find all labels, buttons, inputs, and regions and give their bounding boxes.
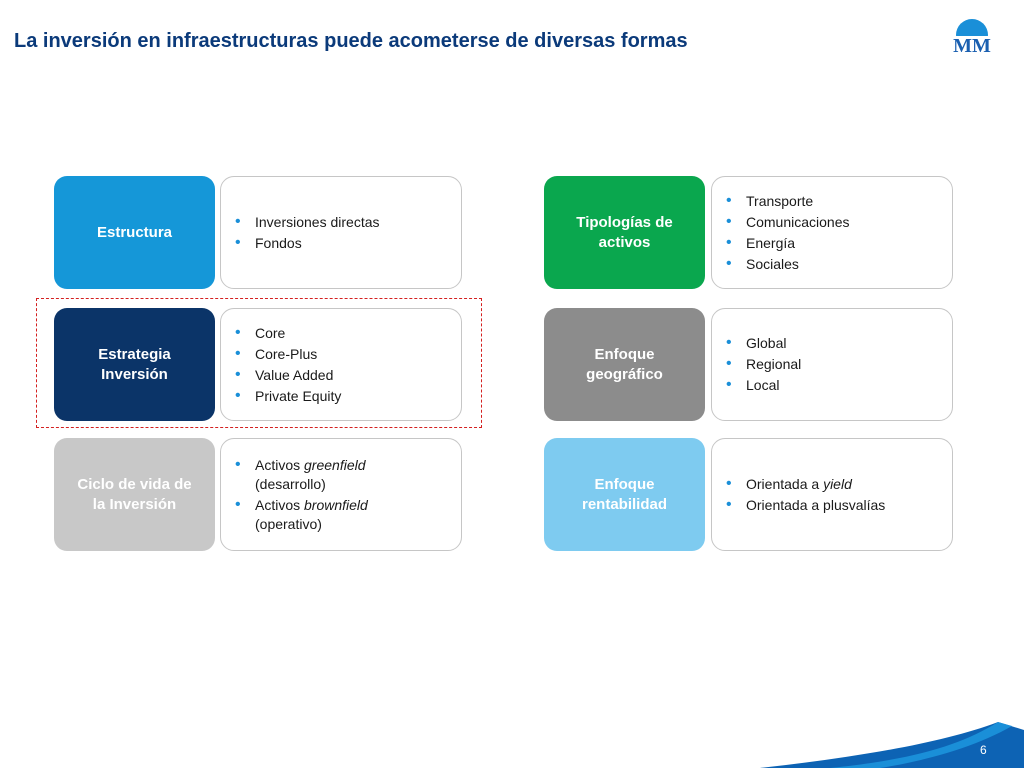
bullet-text: Energía bbox=[746, 234, 796, 251]
bullet-text: Orientada a plusvalías bbox=[746, 496, 886, 513]
bullet-text: Orientada a bbox=[746, 475, 824, 492]
bullet-item: • Regional bbox=[724, 355, 801, 374]
bullet-item: • Orientada a yield bbox=[724, 475, 885, 494]
box-enfoque-geografico: • Global • Regional • Local bbox=[711, 308, 953, 421]
bullet-item: • Inversiones directas bbox=[233, 213, 380, 232]
page-number: 6 bbox=[980, 743, 987, 757]
bullet-text: Global bbox=[746, 335, 787, 351]
bullet-list: •Activos greenfield(desarrollo)•Activos … bbox=[233, 454, 368, 536]
bullet-list: • Inversiones directas • Fondos bbox=[233, 211, 380, 255]
corner-wave-decoration bbox=[760, 722, 1024, 768]
label-estructura: Estructura bbox=[54, 176, 215, 289]
label-enfoque-rentabilidad: Enfoque rentabilidad bbox=[544, 438, 705, 551]
label-ciclo-de-vida: Ciclo de vida de la Inversión bbox=[54, 438, 215, 551]
bullet-item: • Value Added bbox=[233, 366, 341, 385]
bullet-text-line2: (desarrollo) bbox=[255, 475, 326, 492]
bullet-dot-icon: • bbox=[726, 191, 732, 209]
bullet-item: • Transporte bbox=[724, 192, 850, 211]
bullet-item: • Activos brownfield (operativo) bbox=[233, 496, 368, 534]
box-ciclo-de-vida: •Activos greenfield(desarrollo)•Activos … bbox=[220, 438, 462, 551]
bullet-item: • Fondos bbox=[233, 234, 380, 253]
bullet-text: Inversiones directas bbox=[255, 213, 380, 230]
bullet-list: • Transporte • Comunicaciones • Energía • Socia… bbox=[724, 190, 850, 276]
svg-text:MM: MM bbox=[953, 35, 991, 57]
bullet-item: • Core-Plus bbox=[233, 345, 341, 364]
bullet-text-line2: (operativo) bbox=[255, 515, 322, 532]
bullet-dot-icon: • bbox=[726, 334, 732, 351]
box-estructura: • Inversiones directas • Fondos bbox=[220, 176, 462, 289]
bullet-text: Transporte bbox=[746, 192, 814, 209]
bullet-item: • Core bbox=[233, 324, 341, 343]
label-estrategia-inversion: Estrategia Inversión bbox=[54, 308, 215, 421]
bullet-text: Private Equity bbox=[255, 387, 342, 404]
label-enfoque-geografico: Enfoque geográfico bbox=[544, 308, 705, 421]
bullet-dot-icon: • bbox=[235, 455, 241, 473]
box-tipologias-de-activos: • Transporte • Comunicaciones • Energía • Socia… bbox=[711, 176, 953, 289]
bullet-list: • Core • Core-Plus • Value Added • Private Equi… bbox=[233, 322, 341, 408]
bullet-item: • Orientada a plusvalías bbox=[724, 496, 885, 515]
bullet-dot-icon: • bbox=[726, 355, 732, 372]
bullet-dot-icon: • bbox=[726, 495, 732, 513]
bullet-dot-icon: • bbox=[726, 212, 732, 230]
bullet-text: Regional bbox=[746, 356, 802, 372]
bullet-text: Activos bbox=[255, 456, 305, 473]
bullet-dot-icon: • bbox=[726, 233, 732, 251]
bullet-dot-icon: • bbox=[726, 376, 732, 393]
bullet-item: • Local bbox=[724, 376, 801, 395]
bullet-text: Activos bbox=[255, 496, 305, 513]
page-title: La inversión en infraestructuras puede a… bbox=[14, 30, 688, 52]
bullet-dot-icon: • bbox=[235, 344, 241, 362]
label-tipologias-de-activos: Tipologías de activos bbox=[544, 176, 705, 289]
bullet-emphasis: greenfield bbox=[304, 456, 366, 473]
bullet-item: • Comunicaciones bbox=[724, 213, 850, 232]
bullet-dot-icon: • bbox=[235, 323, 241, 341]
bullet-text: Core bbox=[255, 324, 286, 341]
bullet-item: • Sociales bbox=[724, 255, 850, 274]
bullet-list: • Orientada a yield • Orientada a plusvalía… bbox=[724, 473, 885, 517]
bullet-item: • Activos greenfield (desarrollo) bbox=[233, 456, 368, 494]
bullet-dot-icon: • bbox=[726, 254, 732, 272]
highlight-dashed-frame bbox=[36, 298, 482, 428]
bullet-dot-icon: • bbox=[235, 386, 241, 404]
bullet-item: • Energía bbox=[724, 234, 850, 253]
bullet-emphasis: brownfield bbox=[304, 496, 368, 513]
box-enfoque-rentabilidad: • Orientada a yield • Orientada a plusvalía… bbox=[711, 438, 953, 551]
bullet-dot-icon: • bbox=[726, 474, 732, 492]
bullet-text: Fondos bbox=[255, 234, 302, 251]
bullet-text: Sociales bbox=[746, 255, 799, 272]
bullet-item: • Private Equity bbox=[233, 387, 341, 406]
mm-logo: MM bbox=[950, 19, 994, 57]
bullet-dot-icon: • bbox=[235, 495, 241, 513]
bullet-text: Core-Plus bbox=[255, 345, 318, 362]
bullet-list: • Global • Regional • Local bbox=[724, 332, 801, 397]
bullet-dot-icon: • bbox=[235, 365, 241, 383]
bullet-text: Comunicaciones bbox=[746, 213, 850, 230]
bullet-text: Local bbox=[746, 377, 780, 393]
bullet-text: Value Added bbox=[255, 366, 334, 383]
box-estrategia-inversion: • Core • Core-Plus • Value Added • Private Equi… bbox=[220, 308, 462, 421]
bullet-item: • Global bbox=[724, 334, 801, 353]
bullet-dot-icon: • bbox=[235, 212, 241, 230]
bullet-emphasis: yield bbox=[823, 475, 852, 492]
bullet-dot-icon: • bbox=[235, 233, 241, 251]
